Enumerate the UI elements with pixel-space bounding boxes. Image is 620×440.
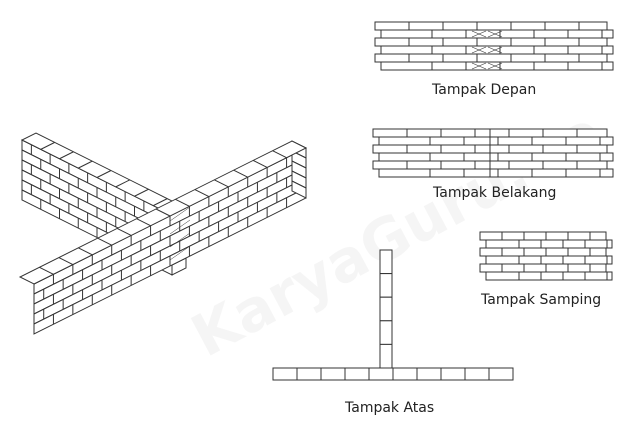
brick-course <box>479 263 607 273</box>
wing-top-joint <box>115 179 130 188</box>
back-elevation <box>372 128 614 178</box>
side-elevation <box>479 231 613 281</box>
main-top-joint <box>58 257 74 266</box>
main-top-joint <box>116 227 132 236</box>
junction-cross <box>471 62 487 70</box>
plan-brick <box>440 367 466 381</box>
front-elevation <box>374 21 614 71</box>
main-top-joint <box>136 218 151 227</box>
main-top-joint <box>97 237 112 246</box>
main-top-joint <box>155 208 171 217</box>
plan-brick <box>488 367 514 381</box>
brick-course <box>485 239 613 249</box>
main-top-joint <box>78 247 93 256</box>
main-top-joint <box>194 189 210 198</box>
wing-top-joint <box>134 188 149 197</box>
main-top-joint <box>252 159 268 168</box>
label-side-view: Tampak Samping <box>481 292 602 308</box>
brick-course <box>378 152 614 162</box>
label-top-view: Tampak Atas <box>345 400 435 416</box>
brick-course <box>485 271 613 281</box>
main-course-end <box>291 180 307 199</box>
plan-brick <box>379 320 393 345</box>
brick-course <box>374 21 608 31</box>
junction-cross <box>471 46 487 54</box>
brick-course <box>380 29 614 39</box>
junction-cross <box>169 206 191 222</box>
junction-cross <box>169 232 191 248</box>
brick-course <box>374 37 608 47</box>
plan-brick <box>320 367 346 381</box>
brick-course <box>374 53 608 63</box>
main-top-joint <box>39 266 54 275</box>
wing-top-joint <box>59 151 74 160</box>
brick-course <box>479 247 607 257</box>
brick-course <box>378 168 614 178</box>
isometric-t-junction-wall <box>18 132 308 335</box>
wing-top-joint <box>40 141 55 150</box>
plan-brick <box>272 367 298 381</box>
junction-cross <box>487 62 503 70</box>
plan-brick <box>368 367 394 381</box>
junction-cross <box>487 46 503 54</box>
brick-course <box>378 136 614 146</box>
junction-cross <box>487 30 503 38</box>
plan-brick <box>379 249 393 275</box>
main-top-joint <box>175 198 190 207</box>
plan-brick <box>296 367 322 381</box>
brick-course <box>380 61 614 71</box>
wing-top-joint <box>153 198 168 207</box>
junction-cross <box>169 219 191 235</box>
plan-brick <box>344 367 370 381</box>
plan-brick <box>416 367 442 381</box>
junction-cross <box>169 245 191 261</box>
top-plan-view <box>272 249 514 381</box>
junction-cross <box>471 30 487 38</box>
wing-top-joint <box>96 170 112 178</box>
main-top-joint <box>214 179 229 188</box>
main-top-joint <box>233 169 248 178</box>
label-back-view: Tampak Belakang <box>433 185 557 201</box>
plan-brick <box>464 367 490 381</box>
label-front-view: Tampak Depan <box>432 82 537 98</box>
plan-brick <box>379 296 393 322</box>
wing-top-joint <box>78 160 93 169</box>
main-top-joint <box>272 150 287 159</box>
brick-course <box>479 231 607 241</box>
plan-brick <box>379 343 393 369</box>
brick-course <box>380 45 614 55</box>
plan-brick <box>379 273 393 298</box>
brick-course <box>485 255 613 265</box>
plan-brick <box>392 367 418 381</box>
